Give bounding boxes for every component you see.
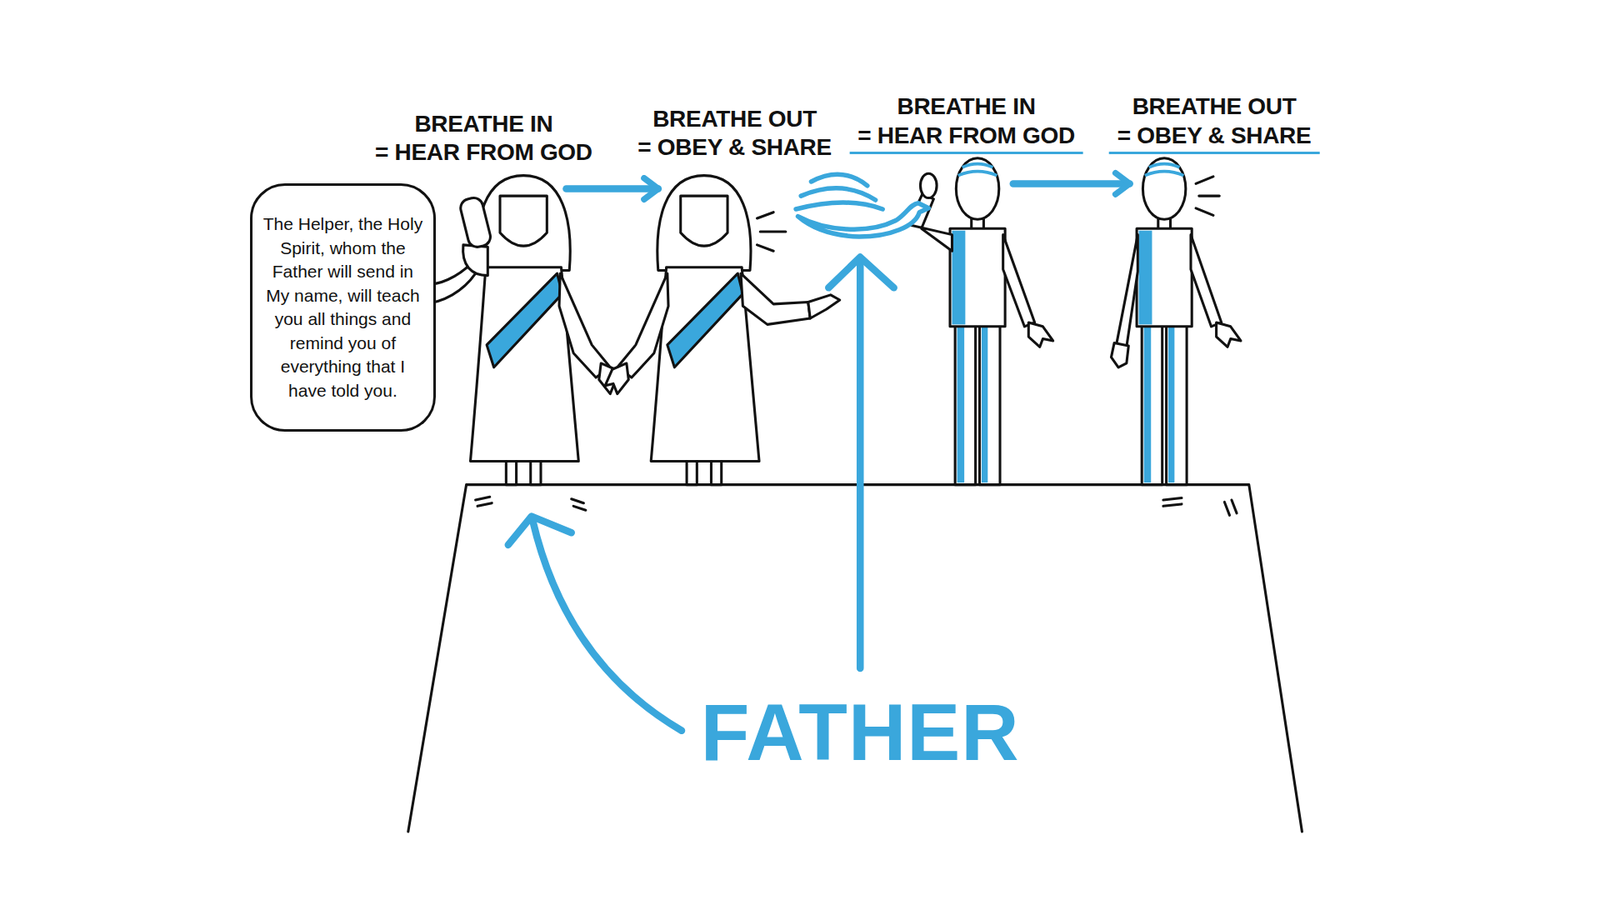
man-figure bbox=[1136, 158, 1192, 485]
step-heading: BREATHE OUT bbox=[1109, 92, 1320, 121]
step-subheading: = OBEY & SHARE bbox=[637, 133, 832, 162]
step-subheading: = HEAR FROM GOD bbox=[375, 138, 593, 167]
step-heading-group: BREATHE OUT= OBEY & SHARE bbox=[1109, 92, 1320, 154]
jesus-figure bbox=[650, 175, 760, 485]
flow-arrow bbox=[565, 185, 658, 193]
figure-step: BREATHE OUT= OBEY & SHARE bbox=[663, 175, 750, 485]
speech-lines bbox=[757, 176, 1220, 251]
step-heading: BREATHE OUT bbox=[637, 105, 832, 134]
dove bbox=[795, 174, 929, 237]
step-heading: BREATHE IN bbox=[375, 110, 593, 139]
step-subheading: = OBEY & SHARE bbox=[1109, 121, 1320, 155]
bubble-text: The Helper, the Holy Spirit, whom the Fa… bbox=[262, 212, 424, 403]
arms bbox=[458, 173, 1241, 394]
figure-step: BREATHE IN= HEAR FROM GOD bbox=[946, 158, 1008, 485]
step-heading-group: BREATHE IN= HEAR FROM GOD bbox=[375, 110, 593, 167]
figure-step: BREATHE OUT= OBEY & SHARE bbox=[1135, 158, 1195, 485]
speech-bubble: The Helper, the Holy Spirit, whom the Fa… bbox=[250, 183, 436, 432]
step-heading-group: BREATHE IN= HEAR FROM GOD bbox=[849, 92, 1084, 154]
step-heading-group: BREATHE OUT= OBEY & SHARE bbox=[637, 105, 832, 162]
man-figure bbox=[950, 158, 1005, 485]
figure-step: BREATHE IN= HEAR FROM GOD bbox=[485, 175, 562, 485]
father-label: FATHER bbox=[700, 687, 1020, 777]
step-subheading: = HEAR FROM GOD bbox=[849, 121, 1084, 155]
flow-arrow bbox=[1013, 180, 1130, 188]
step-heading: BREATHE IN bbox=[849, 92, 1084, 121]
label-holder: FATHER bbox=[700, 688, 1020, 777]
platform bbox=[408, 485, 1303, 832]
